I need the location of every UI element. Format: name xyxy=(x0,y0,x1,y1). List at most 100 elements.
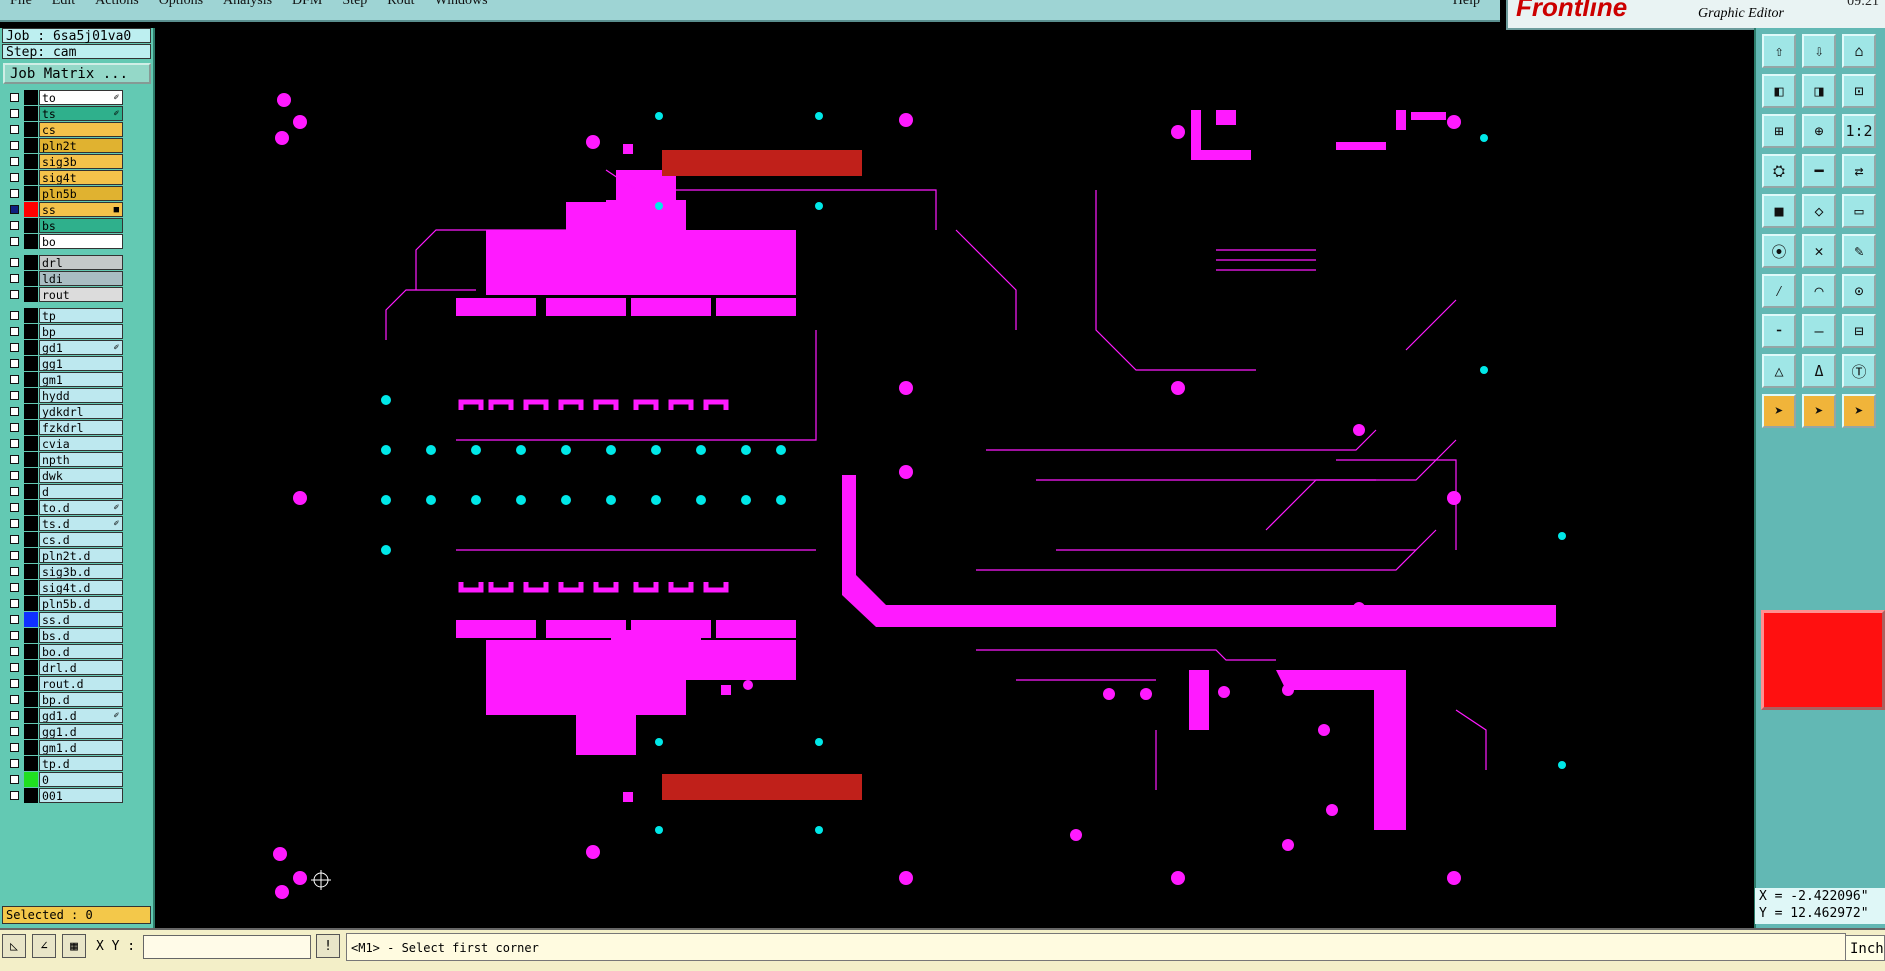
layer-row-to.d[interactable]: to.d✐ xyxy=(2,500,124,516)
layer-color-swatch[interactable] xyxy=(24,372,38,387)
layer-checkbox[interactable] xyxy=(10,647,19,656)
layer-checkbox[interactable] xyxy=(10,615,19,624)
layer-row-pln2t.d[interactable]: pln2t.d xyxy=(2,548,124,564)
layer-name[interactable]: cvia xyxy=(39,436,123,451)
layer-color-swatch[interactable] xyxy=(24,106,38,121)
layer-color-swatch[interactable] xyxy=(24,548,38,563)
triangle-icon[interactable]: △ xyxy=(1762,354,1796,388)
triangle-t-icon[interactable]: Ⓣ xyxy=(1842,354,1876,388)
layer-name[interactable]: pln5b.d xyxy=(39,596,123,611)
menu-dfm[interactable]: DFM xyxy=(292,0,323,8)
layer-row-ts[interactable]: ts✐ xyxy=(2,106,124,122)
layer-color-swatch[interactable] xyxy=(24,708,38,723)
layer-row-hydd[interactable]: hydd xyxy=(2,388,124,404)
layer-name[interactable]: sig3b xyxy=(39,154,123,169)
layer-color-swatch[interactable] xyxy=(24,692,38,707)
layer-checkbox[interactable] xyxy=(10,695,19,704)
layer-row-bp.d[interactable]: bp.d xyxy=(2,692,124,708)
layer-checkbox[interactable] xyxy=(10,519,19,528)
layer-checkbox[interactable] xyxy=(10,743,19,752)
layer-row-bs[interactable]: bs xyxy=(2,218,124,234)
layer-checkbox[interactable] xyxy=(10,407,19,416)
layer-name[interactable]: bp.d xyxy=(39,692,123,707)
arc-center-icon[interactable]: ⊙ xyxy=(1842,274,1876,308)
units-label[interactable]: Inch xyxy=(1845,935,1885,961)
layer-checkbox[interactable] xyxy=(10,311,19,320)
layer-name[interactable]: tp.d xyxy=(39,756,123,771)
layer-name[interactable]: bo xyxy=(39,234,123,249)
layer-name[interactable]: drl.d xyxy=(39,660,123,675)
delete-icon[interactable]: ✕ xyxy=(1802,234,1836,268)
layer-name[interactable]: ydkdrl xyxy=(39,404,123,419)
layer-name[interactable]: gm1 xyxy=(39,372,123,387)
layer-checkbox[interactable] xyxy=(10,503,19,512)
layer-color-swatch[interactable] xyxy=(24,676,38,691)
select-layer-icon[interactable]: ⇄ xyxy=(1842,154,1876,188)
layer-checkbox[interactable] xyxy=(10,599,19,608)
layer-color-swatch[interactable] xyxy=(24,468,38,483)
one-to-one-icon[interactable]: 1:2 xyxy=(1842,114,1876,148)
layer-row-gg1[interactable]: gg1 xyxy=(2,356,124,372)
layer-checkbox[interactable] xyxy=(10,290,19,299)
layer-color-swatch[interactable] xyxy=(24,724,38,739)
layer-checkbox[interactable] xyxy=(10,173,19,182)
layer-row-ss[interactable]: ss■ xyxy=(2,202,124,218)
layer-name[interactable]: gg1.d xyxy=(39,724,123,739)
layer-row-cs[interactable]: cs xyxy=(2,122,124,138)
input-toggle-icon[interactable]: ! xyxy=(316,934,340,958)
layer-name[interactable]: bo.d xyxy=(39,644,123,659)
layer-color-swatch[interactable] xyxy=(24,202,38,217)
layer-row-pln5b.d[interactable]: pln5b.d xyxy=(2,596,124,612)
layer-color-swatch[interactable] xyxy=(24,596,38,611)
layer-color-swatch[interactable] xyxy=(24,186,38,201)
layer-color-swatch[interactable] xyxy=(24,756,38,771)
pointer-icon[interactable]: ➤ xyxy=(1762,394,1796,428)
layer-checkbox[interactable] xyxy=(10,663,19,672)
pcb-view[interactable] xyxy=(156,30,1754,928)
menu-edit[interactable]: Edit xyxy=(51,0,76,8)
layer-row-bo.d[interactable]: bo.d xyxy=(2,644,124,660)
layer-row-cvia[interactable]: cvia xyxy=(2,436,124,452)
layer-color-swatch[interactable] xyxy=(24,628,38,643)
layer-row-gm1.d[interactable]: gm1.d xyxy=(2,740,124,756)
layer-name[interactable]: cs.d xyxy=(39,532,123,547)
layer-checkbox[interactable] xyxy=(10,391,19,400)
layer-name[interactable]: gd1.d✐ xyxy=(39,708,123,723)
menu-windows[interactable]: Windows xyxy=(434,0,488,8)
layer-row-drl[interactable]: drl xyxy=(2,255,124,271)
layer-color-swatch[interactable] xyxy=(24,516,38,531)
move-down-icon[interactable]: ⇩ xyxy=(1802,34,1836,68)
layer-name[interactable]: gg1 xyxy=(39,356,123,371)
split-icon[interactable]: ⊟ xyxy=(1842,314,1876,348)
layer-row-fzkdrl[interactable]: fzkdrl xyxy=(2,420,124,436)
angle-icon[interactable]: ∠ xyxy=(32,934,56,958)
layer-row-npth[interactable]: npth xyxy=(2,452,124,468)
layer-name[interactable]: gm1.d xyxy=(39,740,123,755)
layer-row-pln5b[interactable]: pln5b xyxy=(2,186,124,202)
zoom-left-icon[interactable]: ◧ xyxy=(1762,74,1796,108)
zoom-right-icon[interactable]: ◨ xyxy=(1802,74,1836,108)
layer-name[interactable]: sig4t.d xyxy=(39,580,123,595)
layer-row-gd1[interactable]: gd1✐ xyxy=(2,340,124,356)
layer-name[interactable]: npth xyxy=(39,452,123,467)
layer-row-gm1[interactable]: gm1 xyxy=(2,372,124,388)
layer-color-swatch[interactable] xyxy=(24,500,38,515)
menu-rout[interactable]: Rout xyxy=(387,0,415,8)
layer-checkbox[interactable] xyxy=(10,359,19,368)
layer-name[interactable]: ss.d xyxy=(39,612,123,627)
layer-row-gg1.d[interactable]: gg1.d xyxy=(2,724,124,740)
layer-row-0[interactable]: 0 xyxy=(2,772,124,788)
layer-checkbox[interactable] xyxy=(10,423,19,432)
layer-name[interactable]: rout.d xyxy=(39,676,123,691)
layer-row-ydkdrl[interactable]: ydkdrl xyxy=(2,404,124,420)
layer-color-swatch[interactable] xyxy=(24,788,38,803)
layer-color-swatch[interactable] xyxy=(24,404,38,419)
layer-name[interactable]: bp xyxy=(39,324,123,339)
layer-name[interactable]: ss■ xyxy=(39,202,123,217)
layer-row-tp.d[interactable]: tp.d xyxy=(2,756,124,772)
snap-icon[interactable]: ◺ xyxy=(2,934,26,958)
layer-color-swatch[interactable] xyxy=(24,218,38,233)
layer-name[interactable]: pln2t xyxy=(39,138,123,153)
layer-checkbox[interactable] xyxy=(10,535,19,544)
layer-color-swatch[interactable] xyxy=(24,772,38,787)
